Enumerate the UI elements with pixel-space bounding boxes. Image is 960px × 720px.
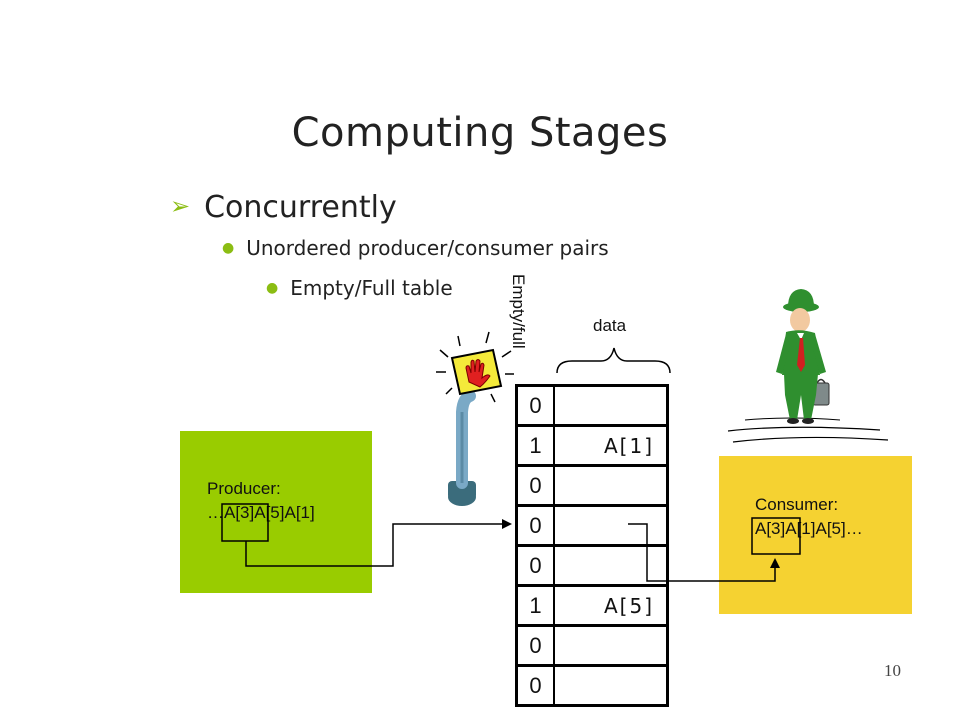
data-brace (556, 347, 671, 374)
bullet-level-2-text: Unordered producer/consumer pairs (246, 236, 609, 260)
flag-cell: 0 (518, 667, 555, 704)
flag-cell: 0 (518, 467, 555, 504)
table-row: 0 (515, 507, 669, 547)
dot-bullet-icon: ● (222, 240, 235, 256)
data-column-label: data (593, 316, 627, 335)
flag-cell: 0 (518, 547, 555, 584)
table-row: 1 A[5] (515, 587, 669, 627)
bullet-level-3-text: Empty/Full table (290, 276, 453, 300)
table-row: 0 (515, 627, 669, 667)
consumer-box (719, 456, 912, 614)
producer-label: Producer: (207, 479, 281, 498)
table-row: 0 (515, 467, 669, 507)
bullet-level-3: ● Empty/Full table (266, 276, 453, 300)
bullet-level-1-text: Concurrently (204, 190, 397, 225)
flag-cell: 0 (518, 627, 555, 664)
hand-stop-signal-icon (436, 331, 514, 506)
consumer-highlight-box (751, 517, 801, 555)
arrow-bullet-icon: ➢ (170, 192, 191, 220)
consumer-sequence: A[3]A[1]A[5]… (755, 519, 863, 538)
producer-highlight-box (221, 503, 269, 542)
producer-to-table-arrow (245, 519, 512, 567)
table-to-consumer-arrow (628, 523, 780, 582)
dot-bullet-icon: ● (266, 280, 279, 296)
table-row: 1 A[1] (515, 427, 669, 467)
consumer-text: Consumer: A[3]A[1]A[5]… (755, 493, 863, 541)
slide-title: Computing Stages (291, 110, 669, 156)
producer-sequence: …A[3]A[5]A[1] (207, 503, 315, 522)
data-cell: A[5] (603, 593, 654, 618)
consumer-label: Consumer: (755, 495, 839, 514)
bullet-level-2: ● Unordered producer/consumer pairs (222, 236, 609, 260)
bullet-level-1: ➢ Concurrently (170, 190, 397, 225)
table-row: 0 (515, 547, 669, 587)
producer-text: Producer: …A[3]A[5]A[1] (207, 477, 315, 525)
flag-cell: 0 (518, 507, 555, 544)
flag-cell: 1 (518, 427, 555, 464)
table-row: 0 (515, 384, 669, 427)
flag-cell: 1 (518, 587, 555, 624)
flag-cell: 0 (518, 387, 555, 424)
table-row: 0 (515, 667, 669, 707)
businessman-with-briefcase-icon (727, 289, 889, 443)
data-cell: A[1] (603, 433, 654, 458)
page-number: 10 (884, 661, 901, 680)
